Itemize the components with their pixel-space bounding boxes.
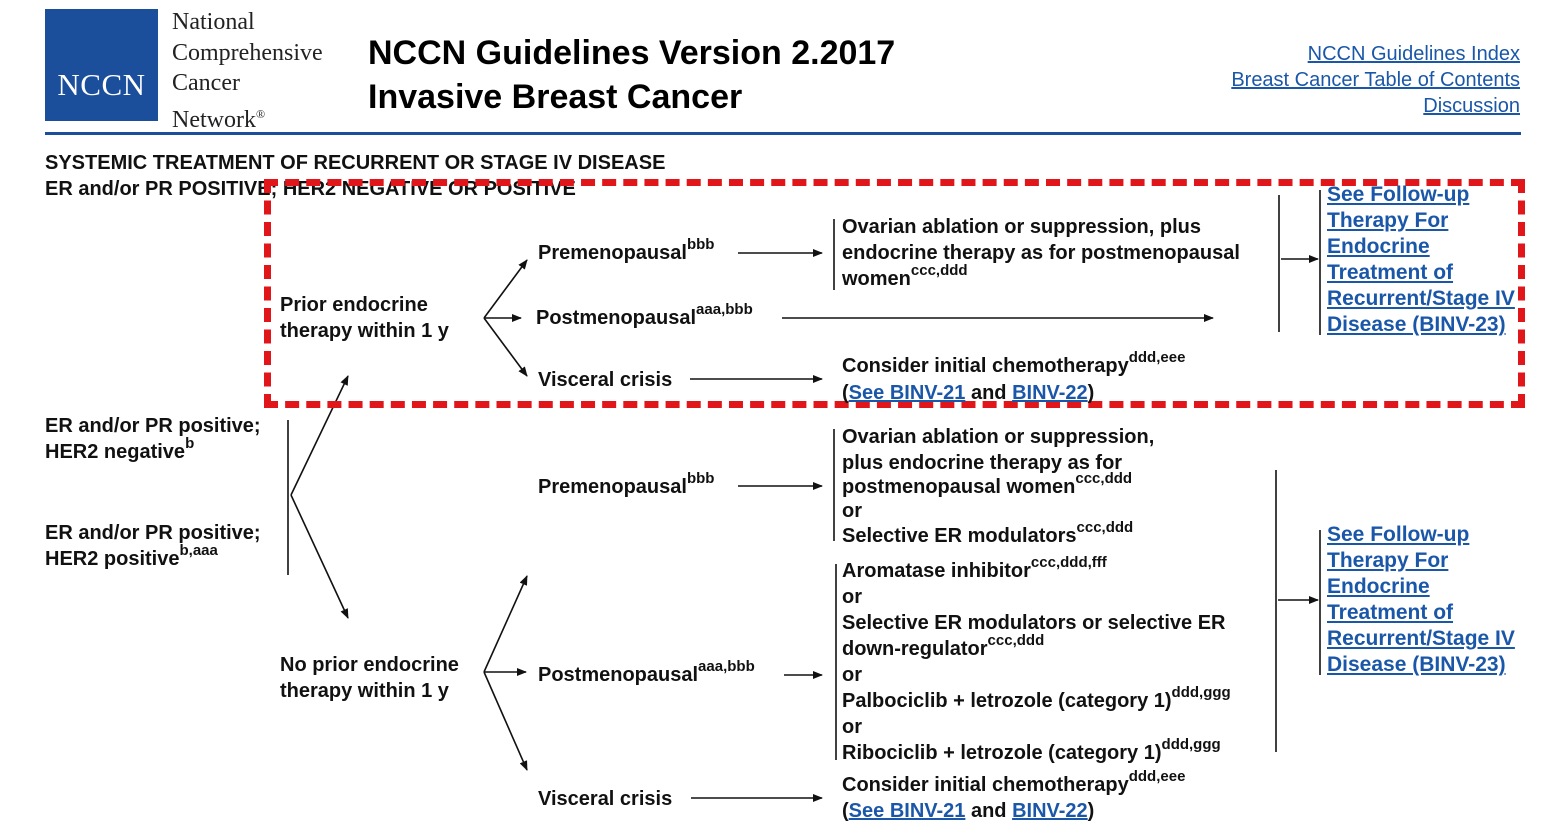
group-her2-positive-line1: ER and/or PR positive; (45, 522, 261, 544)
noprior-post-treatment-or3: or (842, 716, 862, 738)
noprior-post-treatment-line6: Palbociclib + letrozole (category 1)ddd,… (842, 684, 1231, 712)
noprior-post-treatment-line4: down-regulatorccc,ddd (842, 632, 1045, 660)
noprior-visceral-treatment-line1: Consider initial chemotherapyddd,eee (842, 768, 1186, 796)
noprior-pre-treatment-line5: Selective ER modulatorsccc,ddd (842, 519, 1134, 547)
noprior-post-treatment-line3: Selective ER modulators or selective ER (842, 612, 1226, 634)
discussion-link[interactable]: Discussion (1423, 95, 1520, 117)
org-name-line-3: Cancer (172, 70, 240, 96)
page-title: NCCN Guidelines Version 2.2017 (368, 34, 896, 72)
no-prior-endocrine-line1: No prior endocrine (280, 654, 459, 676)
prior-endocrine-line2: therapy within 1 y (280, 320, 449, 342)
noprior-pre-treatment-line1: Ovarian ablation or suppression, (842, 426, 1155, 448)
page-subtitle: Invasive Breast Cancer (368, 78, 743, 116)
follow-up-link-2-line6[interactable]: Disease (BINV-23) (1327, 653, 1506, 676)
follow-up-link-line6[interactable]: Disease (BINV-23) (1327, 313, 1506, 336)
org-name-line-4: Network® (172, 107, 266, 133)
binv-22-link[interactable]: BINV-22 (1012, 382, 1088, 404)
org-name-line-1: National (172, 9, 255, 35)
prior-pre-treatment-line3: womenccc,ddd (842, 262, 968, 290)
prior-endocrine-line1: Prior endocrine (280, 294, 428, 316)
follow-up-link-line5[interactable]: Recurrent/Stage IV (1327, 287, 1515, 310)
prior-pre-treatment-line1: Ovarian ablation or suppression, plus (842, 216, 1201, 238)
prior-visceral-crisis: Visceral crisis (538, 369, 673, 391)
table-of-contents-link[interactable]: Breast Cancer Table of Contents (1231, 69, 1520, 91)
prior-visceral-treatment-line1: Consider initial chemotherapyddd,eee (842, 349, 1186, 377)
follow-up-link-2-line5[interactable]: Recurrent/Stage IV (1327, 627, 1515, 650)
noprior-pre-treatment-or: or (842, 500, 862, 522)
noprior-postmenopausal: Postmenopausalaaa,bbb (538, 658, 755, 686)
follow-up-link-2-line2[interactable]: Therapy For (1327, 549, 1449, 572)
noprior-pre-treatment-line2: plus endocrine therapy as for (842, 452, 1123, 474)
section-heading: SYSTEMIC TREATMENT OF RECURRENT OR STAGE… (45, 152, 666, 174)
guidelines-index-link[interactable]: NCCN Guidelines Index (1307, 43, 1520, 65)
group-her2-positive-line2: HER2 positiveb,aaa (45, 542, 218, 570)
noprior-visceral-crisis: Visceral crisis (538, 788, 673, 810)
logo-text: NCCN (57, 67, 146, 102)
group-her2-negative-line2: HER2 negativeb (45, 435, 195, 463)
group-her2-negative-line1: ER and/or PR positive; (45, 415, 261, 437)
registered-mark: ® (255, 107, 266, 121)
follow-up-link-2-line1[interactable]: See Follow-up (1327, 523, 1470, 546)
noprior-premenopausal: Premenopausalbbb (538, 470, 715, 498)
follow-up-link-line1[interactable]: See Follow-up (1327, 183, 1470, 206)
prior-postmenopausal: Postmenopausalaaa,bbb (536, 301, 753, 329)
prior-premenopausal: Premenopausalbbb (538, 236, 715, 264)
binv-22-link-2[interactable]: BINV-22 (1012, 800, 1088, 822)
nccn-logo: NCCN (45, 9, 158, 121)
noprior-post-treatment-line1: Aromatase inhibitorccc,ddd,fff (842, 554, 1107, 582)
follow-up-link-2-line3[interactable]: Endocrine (1327, 575, 1430, 598)
noprior-post-treatment-line8: Ribociclib + letrozole (category 1)ddd,g… (842, 736, 1221, 764)
follow-up-link-2-line4[interactable]: Treatment of (1327, 601, 1454, 624)
noprior-post-treatment-or2: or (842, 664, 862, 686)
prior-visceral-treatment-line2: (See BINV-21 and BINV-22) (842, 382, 1095, 404)
binv-21-link[interactable]: See BINV-21 (848, 382, 966, 404)
header-divider (45, 132, 1521, 135)
noprior-visceral-treatment-line2: (See BINV-21 and BINV-22) (842, 800, 1095, 822)
binv-21-link-2[interactable]: See BINV-21 (848, 800, 966, 822)
noprior-post-treatment-or1: or (842, 586, 862, 608)
follow-up-link-line4[interactable]: Treatment of (1327, 261, 1454, 284)
noprior-pre-treatment-line3: postmenopausal womenccc,ddd (842, 470, 1133, 498)
follow-up-link-line2[interactable]: Therapy For (1327, 209, 1449, 232)
org-name-line-2: Comprehensive (172, 40, 323, 66)
highlight-box (264, 179, 1525, 408)
no-prior-endocrine-line2: therapy within 1 y (280, 680, 449, 702)
prior-pre-treatment-line2: endocrine therapy as for postmenopausal (842, 242, 1240, 264)
follow-up-link-line3[interactable]: Endocrine (1327, 235, 1430, 258)
